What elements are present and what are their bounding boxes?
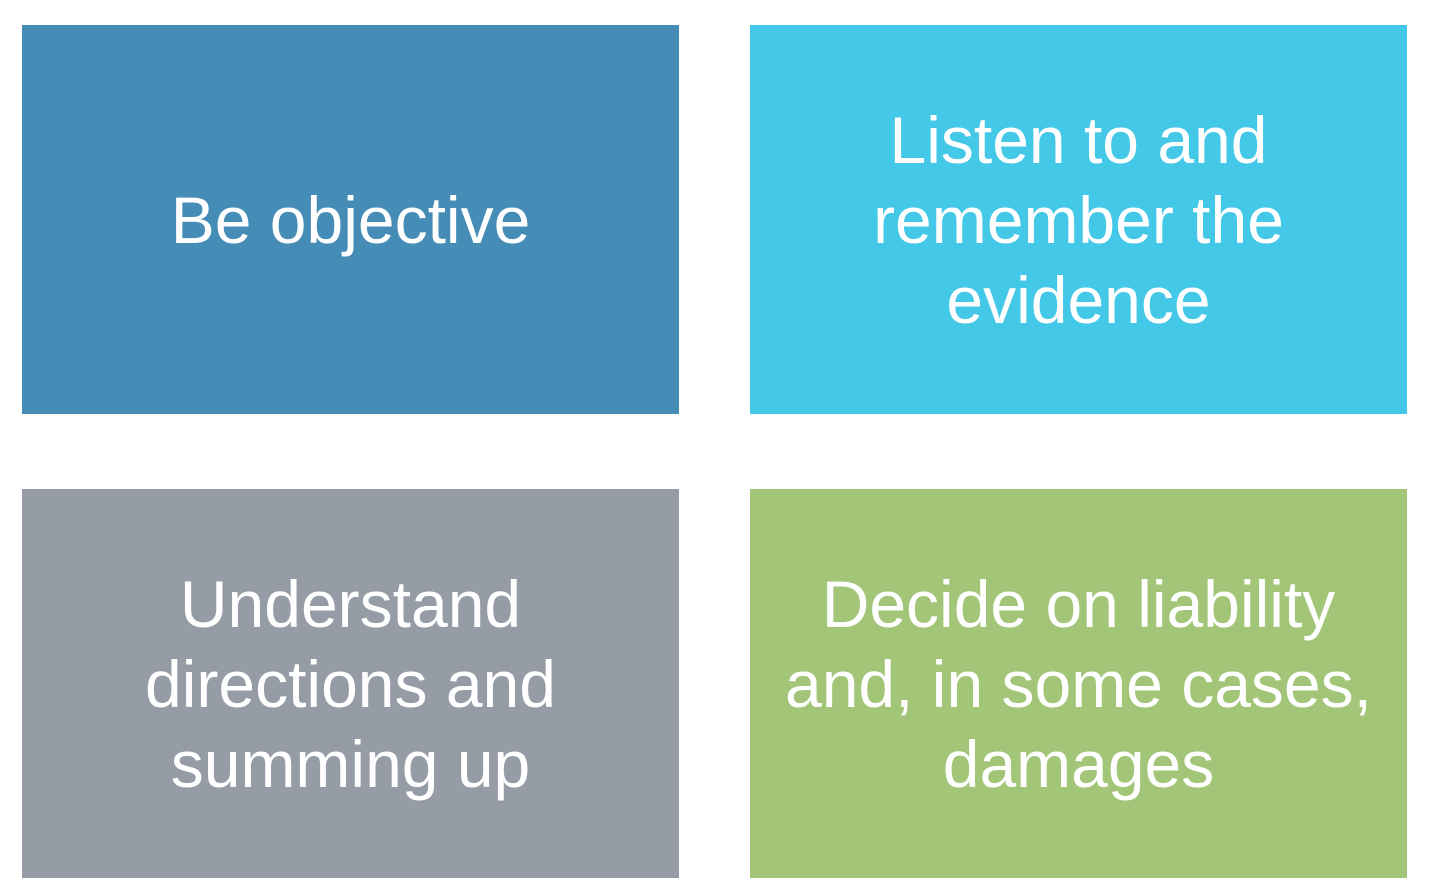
- listen-evidence-box: Listen to and remember the evidence: [750, 25, 1407, 414]
- box-label: Understand directions and summing up: [145, 566, 556, 801]
- box-label: Listen to and remember the evidence: [873, 102, 1284, 337]
- decide-liability-box: Decide on liability and, in some cases, …: [750, 489, 1407, 878]
- understand-directions-box: Understand directions and summing up: [22, 489, 679, 878]
- box-label: Decide on liability and, in some cases, …: [785, 566, 1372, 801]
- box-label: Be objective: [170, 182, 531, 257]
- be-objective-box: Be objective: [22, 25, 679, 414]
